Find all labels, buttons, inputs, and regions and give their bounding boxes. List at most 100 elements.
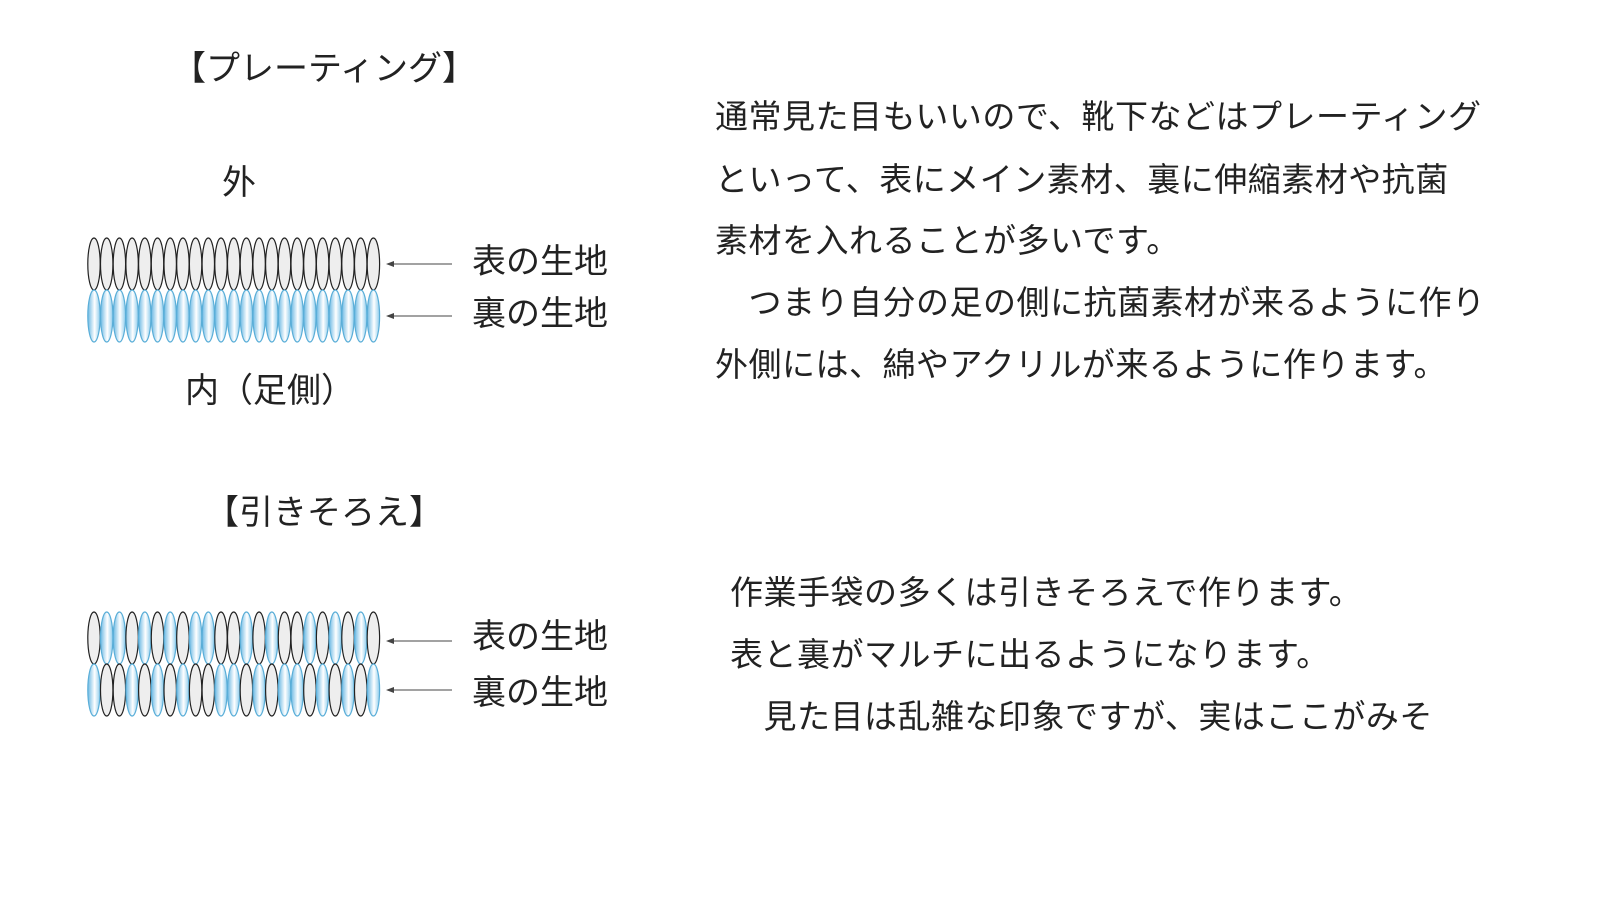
- plating-face-stitch: [353, 237, 368, 291]
- hikisoroe-face-stitch: [277, 611, 292, 665]
- plating-face-stitch: [138, 237, 152, 291]
- hikisoroe-back-stitch: [214, 663, 228, 717]
- plating-face-stitch: [328, 237, 343, 291]
- plating-face-stitch: [315, 237, 330, 291]
- plating-back-stitch: [214, 289, 228, 343]
- hikisoroe-face-stitch: [125, 611, 139, 665]
- hikisoroe-desc-line: 作業手袋の多くは引きそろえで作ります。: [730, 573, 1363, 612]
- plating-face-stitch: [176, 237, 190, 291]
- plating-desc-line: 外側には、綿やアクリルが来るように作ります。: [715, 345, 1448, 384]
- inner-label: 内（足側）: [185, 371, 355, 411]
- plating-back-stitch: [252, 289, 266, 343]
- hikisoroe-face-stitch: [353, 611, 368, 665]
- hikisoroe-back-stitch: [87, 663, 101, 717]
- hikisoroe-back-stitch: [290, 663, 304, 717]
- hikisoroe-face-stitch: [328, 611, 343, 665]
- hikisoroe-face-stitch: [201, 611, 216, 665]
- plating-desc-line: といって、表にメイン素材、裏に伸縮素材や抗菌: [715, 160, 1449, 199]
- plating-back-stitch: [188, 289, 203, 343]
- plating-face-label: 表の生地: [472, 242, 608, 282]
- plating-back-stitch: [328, 289, 343, 343]
- plating-desc-line: 素材を入れることが多いです。: [715, 221, 1180, 260]
- hikisoroe-title: 【引きそろえ】: [205, 493, 443, 533]
- hikisoroe-back-stitch: [138, 663, 152, 717]
- plating-face-stitch: [277, 237, 292, 291]
- plating-face-stitch: [341, 237, 355, 291]
- outer-label: 外: [222, 163, 256, 203]
- hikisoroe-back-stitch: [252, 663, 266, 717]
- plating-back-stitch: [99, 289, 114, 343]
- hikisoroe-back-stitch: [328, 663, 343, 717]
- hikisoroe-back-stitch: [176, 663, 190, 717]
- hikisoroe-back-stitch: [366, 663, 381, 717]
- hikisoroe-back-stitch: [188, 663, 203, 717]
- plating-face-stitch: [99, 237, 114, 291]
- hikisoroe-back-stitch: [112, 663, 127, 717]
- plating-back-stitch: [366, 289, 381, 343]
- plating-back-stitch: [353, 289, 368, 343]
- hikisoroe-back-stitch: [315, 663, 330, 717]
- hikisoroe-face-stitch: [99, 611, 114, 665]
- hikisoroe-face-stitch: [366, 611, 381, 665]
- hikisoroe-back-stitch: [353, 663, 368, 717]
- plating-title: 【プレーティング】: [172, 49, 476, 89]
- plating-face-stitch: [252, 237, 266, 291]
- plating-desc-line: つまり自分の足の側に抗菌素材が来るように作り: [715, 283, 1486, 322]
- hikisoroe-back-label: 裏の生地: [472, 673, 608, 713]
- plating-back-stitch: [163, 289, 177, 343]
- plating-face-stitch: [290, 237, 304, 291]
- hikisoroe-face-stitch: [150, 611, 165, 665]
- hikisoroe-desc-line: 表と裏がマルチに出るようになります。: [730, 635, 1330, 674]
- arrowhead-icon: [386, 687, 394, 693]
- plating-face-stitch: [201, 237, 216, 291]
- plating-back-stitch: [303, 289, 317, 343]
- plating-back-stitch: [125, 289, 139, 343]
- arrowhead-icon: [386, 313, 394, 319]
- arrowhead-icon: [386, 261, 394, 267]
- plating-face-stitch: [366, 237, 381, 291]
- hikisoroe-face-stitch: [87, 611, 101, 665]
- hikisoroe-face-stitch: [138, 611, 152, 665]
- plating-back-stitch: [315, 289, 330, 343]
- hikisoroe-face-label: 表の生地: [472, 617, 608, 657]
- plating-back-stitch: [150, 289, 165, 343]
- plating-back-stitch: [201, 289, 216, 343]
- plating-back-stitch: [87, 289, 101, 343]
- hikisoroe-face-stitch: [112, 611, 127, 665]
- hikisoroe-face-stitch: [252, 611, 266, 665]
- hikisoroe-back-stitch: [226, 663, 241, 717]
- hikisoroe-back-stitch: [341, 663, 355, 717]
- plating-back-stitch: [176, 289, 190, 343]
- hikisoroe-back-stitch: [201, 663, 216, 717]
- plating-back-stitch: [112, 289, 127, 343]
- plating-back-stitch: [239, 289, 254, 343]
- plating-back-stitch: [226, 289, 241, 343]
- hikisoroe-face-stitch: [163, 611, 177, 665]
- plating-face-stitch: [163, 237, 177, 291]
- hikisoroe-back-stitch: [163, 663, 177, 717]
- hikisoroe-face-stitch: [226, 611, 241, 665]
- hikisoroe-face-stitch: [264, 611, 279, 665]
- plating-face-stitch: [239, 237, 254, 291]
- hikisoroe-desc-line: 見た目は乱雑な印象ですが、実はここがみそ: [730, 697, 1433, 736]
- plating-face-stitch: [303, 237, 317, 291]
- plating-face-stitch: [125, 237, 139, 291]
- plating-back-stitch: [277, 289, 292, 343]
- hikisoroe-face-stitch: [214, 611, 228, 665]
- arrowhead-icon: [386, 638, 394, 644]
- hikisoroe-face-stitch: [290, 611, 304, 665]
- plating-face-stitch: [188, 237, 203, 291]
- plating-back-stitch: [341, 289, 355, 343]
- plating-back-label: 裏の生地: [472, 294, 608, 334]
- plating-face-stitch: [226, 237, 241, 291]
- hikisoroe-back-stitch: [264, 663, 279, 717]
- plating-back-stitch: [138, 289, 152, 343]
- plating-face-stitch: [214, 237, 228, 291]
- plating-back-stitch: [264, 289, 279, 343]
- hikisoroe-back-stitch: [125, 663, 139, 717]
- plating-face-stitch: [264, 237, 279, 291]
- hikisoroe-face-stitch: [315, 611, 330, 665]
- hikisoroe-face-stitch: [239, 611, 254, 665]
- plating-desc-line: 通常見た目もいいので、靴下などはプレーティング: [715, 97, 1482, 136]
